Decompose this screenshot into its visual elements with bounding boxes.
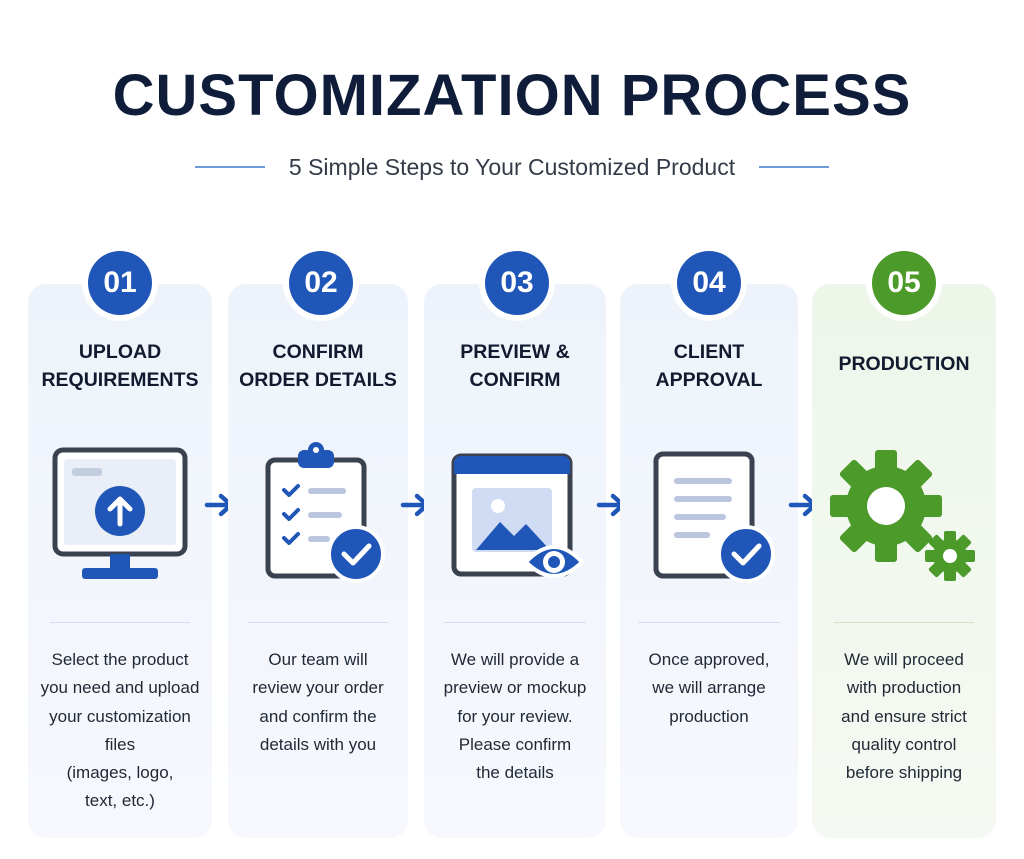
- step-title-1: UPLOAD REQUIREMENTS: [41, 341, 199, 391]
- step-description-1: Select the product you need and upload y…: [40, 650, 200, 811]
- step-title-3: PREVIEW & CONFIRM: [460, 341, 570, 391]
- step-divider-1: [50, 622, 190, 623]
- gears-icon: [830, 450, 975, 581]
- step-number-badge-1: 01: [88, 251, 152, 315]
- subtitle-row: 5 Simple Steps to Your Customized Produc…: [0, 150, 1024, 184]
- step-number-badge-5: 05: [872, 251, 936, 315]
- step-title-2: CONFIRM ORDER DETAILS: [239, 341, 397, 391]
- step-number-badge-3: 03: [485, 251, 549, 315]
- step-divider-5: [834, 622, 974, 623]
- image-preview-eye-icon: [451, 453, 585, 578]
- step-title-4: CLIENT APPROVAL: [655, 341, 763, 391]
- step-divider-3: [444, 622, 586, 623]
- monitor-upload-icon: [52, 447, 188, 579]
- clipboard-check-icon: [265, 442, 385, 583]
- step-description-2: Our team will review your order and conf…: [252, 650, 384, 754]
- page-title: CUSTOMIZATION PROCESS: [112, 63, 912, 128]
- step-title-5: PRODUCTION: [838, 353, 970, 375]
- step-description-3: We will provide a preview or mockup for …: [443, 650, 587, 783]
- subtitle-left-rule: [194, 166, 265, 168]
- step-description-4: Once approved, we will arrange productio…: [648, 650, 770, 726]
- step-number-badge-2: 02: [289, 251, 353, 315]
- step-divider-2: [248, 622, 388, 623]
- step-number-badge-4: 04: [677, 251, 741, 315]
- step-divider-4: [638, 622, 780, 623]
- page-subtitle: 5 Simple Steps to Your Customized Produc…: [288, 153, 736, 180]
- step-description-5: We will proceed with production and ensu…: [841, 650, 967, 783]
- subtitle-right-rule: [759, 166, 830, 168]
- document-check-icon: [653, 451, 775, 583]
